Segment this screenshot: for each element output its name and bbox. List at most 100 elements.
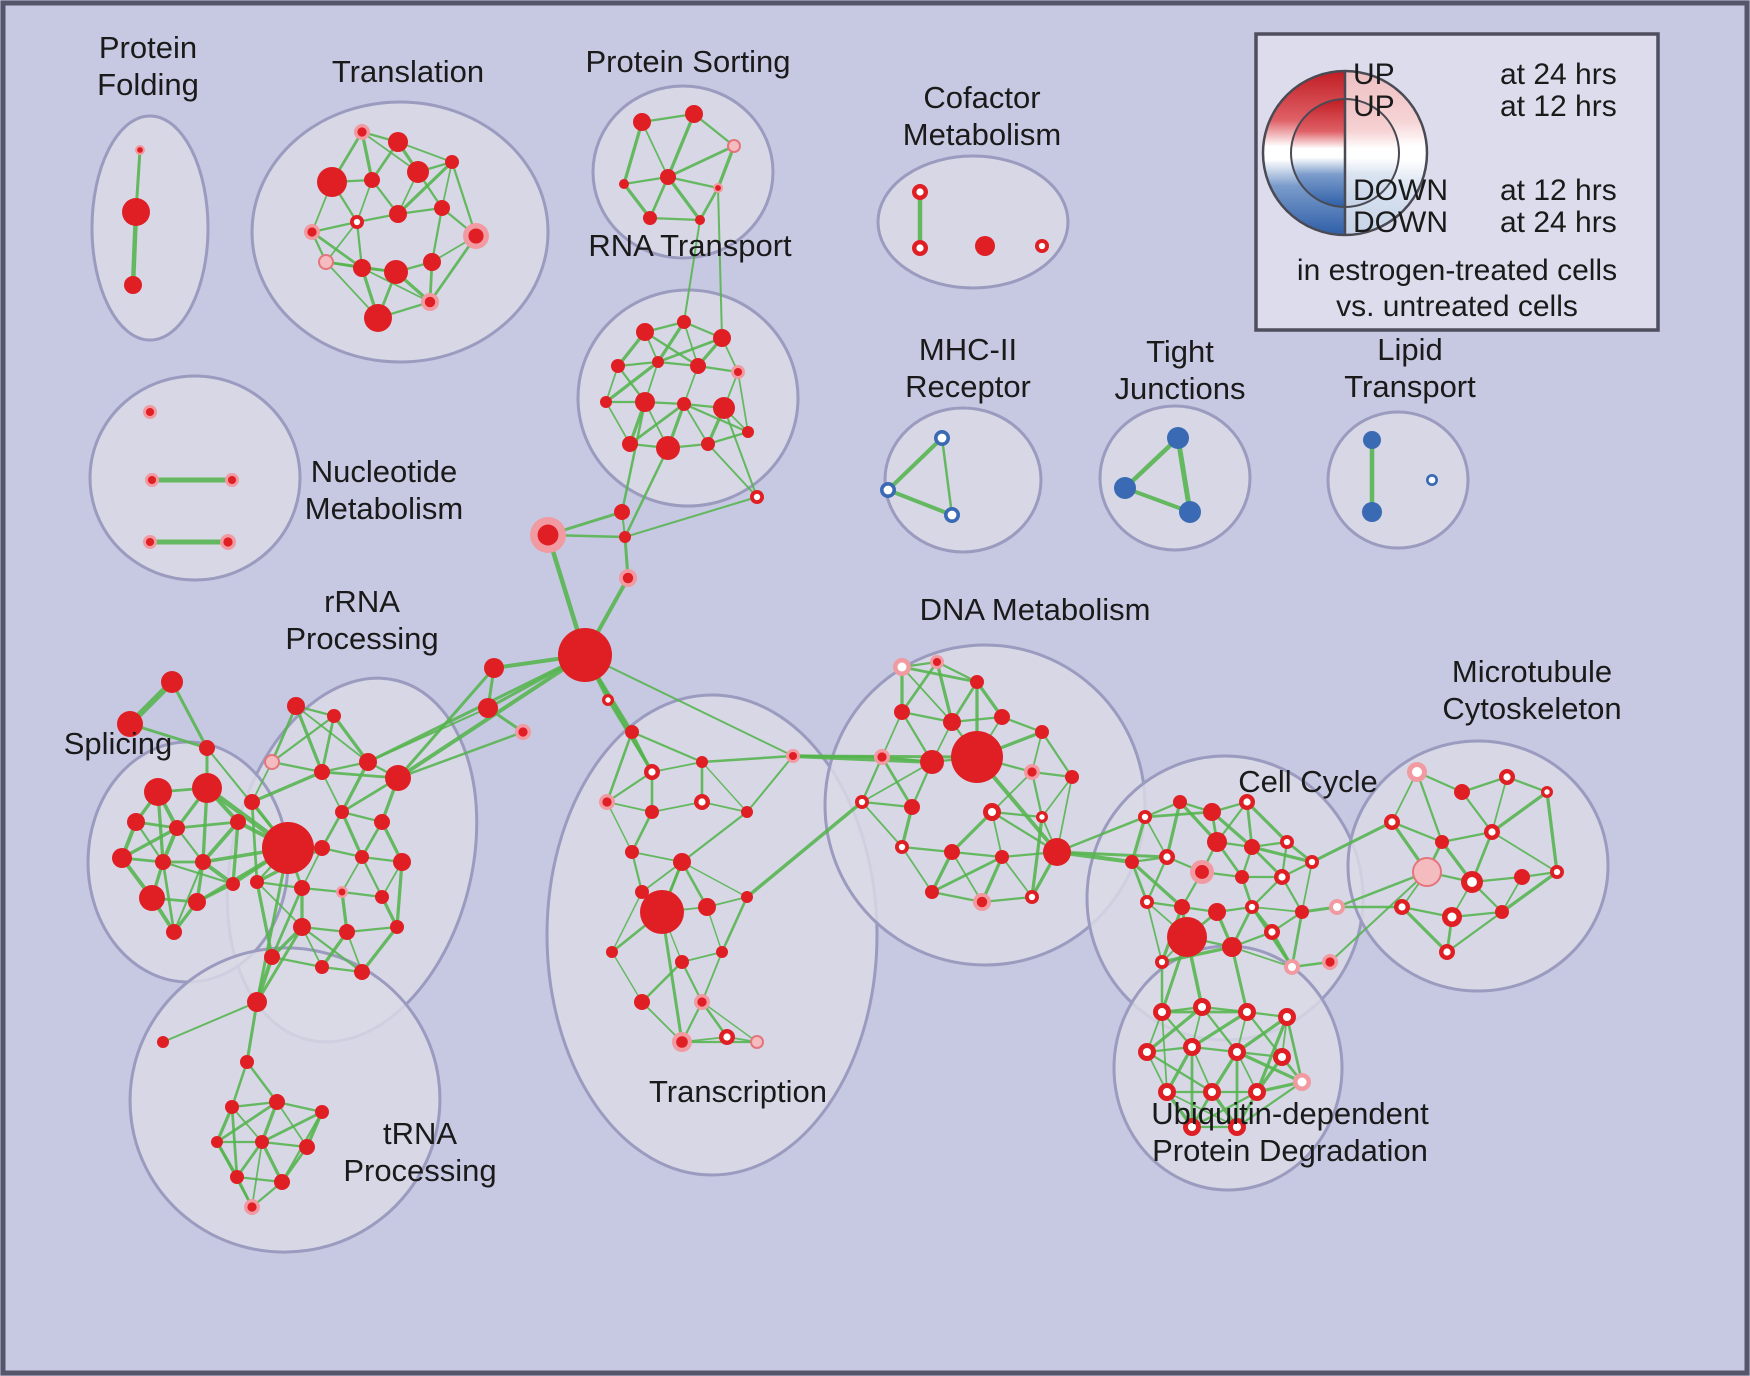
network-node-dm22 [973, 893, 991, 911]
network-edge [666, 112, 696, 179]
network-node-tl11 [463, 223, 489, 249]
network-node-rr22 [354, 964, 370, 980]
network-node-tx10 [635, 885, 649, 899]
network-edge [1415, 770, 1444, 844]
network-node-dm11 [1024, 764, 1040, 780]
network-node-dm2 [930, 655, 944, 669]
network-edge [1310, 820, 1394, 864]
network-node-tl2 [388, 132, 408, 152]
network-node-sp7 [155, 854, 171, 870]
network-node-dm20 [1043, 838, 1071, 866]
network-node-ps2 [685, 105, 703, 123]
network-node-sp8 [195, 854, 211, 870]
network-node-cc22 [1155, 955, 1169, 969]
network-edge [340, 760, 370, 814]
network-node-tx18 [634, 994, 650, 1010]
network-node-rr14 [294, 880, 310, 896]
legend-caption-line-0: in estrogen-treated cells [1297, 254, 1617, 287]
network-edge [428, 234, 478, 304]
network-edge [623, 446, 670, 539]
network-edge [270, 955, 324, 969]
legend-direction-label-1: UP [1353, 90, 1395, 123]
network-node-rr17 [293, 918, 311, 936]
network-node-dm12 [1065, 770, 1079, 784]
network-edge [245, 1060, 279, 1104]
network-node-sp9 [139, 885, 165, 911]
network-node-dm21 [925, 885, 939, 899]
network-node-tx14 [606, 946, 618, 958]
network-node-sp2 [192, 773, 222, 803]
legend-direction-label-0: UP [1353, 58, 1395, 91]
network-edge [1001, 856, 1033, 898]
network-node-rr7 [244, 794, 260, 810]
network-node-lt1 [1363, 431, 1381, 449]
network-edge [1440, 830, 1494, 844]
network-node-ps4 [619, 179, 629, 189]
network-node-rt12 [622, 436, 638, 452]
network-edge [604, 360, 660, 404]
network-node-tx8 [625, 845, 639, 859]
network-edge [991, 771, 1033, 813]
network-edge [651, 801, 703, 813]
cluster-ellipse-transcription [545, 693, 879, 1177]
network-edge [656, 320, 686, 364]
network-node-rr2 [327, 709, 341, 723]
network-edge [276, 1101, 308, 1148]
network-edge [172, 860, 205, 934]
network-edge [886, 436, 944, 492]
network-node-tx7 [741, 806, 753, 818]
network-node-tx2 [644, 764, 660, 780]
network-node-tp3 [240, 1055, 254, 1069]
network-node-ps8 [695, 215, 705, 225]
network-node-lt3 [1426, 474, 1438, 486]
network-edge [901, 846, 933, 893]
network-edge [361, 267, 431, 303]
network-node-ub13 [1228, 1118, 1246, 1136]
network-node-cc19 [1222, 937, 1242, 957]
network-node-ch3 [530, 517, 566, 553]
network-node-ub11 [1248, 1083, 1266, 1101]
network-node-rr5 [359, 753, 377, 771]
network-node-mh3 [944, 507, 960, 523]
network-edge [861, 801, 903, 848]
network-node-tx12 [698, 898, 716, 916]
network-edge [1235, 1015, 1289, 1054]
network-node-rr8 [335, 805, 349, 819]
network-node-cc8 [1125, 855, 1139, 869]
legend-time-label-2: at 12 hrs [1500, 174, 1617, 207]
network-edge [881, 711, 903, 758]
network-node-tr1 [161, 671, 183, 693]
network-edge [620, 400, 647, 514]
network-node-dm16 [1036, 811, 1048, 823]
network-edge [1055, 850, 1169, 859]
network-edge [1445, 910, 1504, 954]
network-edge [1122, 435, 1181, 491]
network-node-tp4 [225, 1100, 239, 1114]
network-edge [707, 443, 758, 498]
cluster-label-protein-sorting: Protein Sorting [585, 44, 790, 79]
network-edge [255, 846, 290, 1004]
network-node-tl13 [353, 259, 371, 277]
network-node-mt2 [1454, 784, 1470, 800]
network-edge [1145, 1005, 1204, 1054]
network-node-tx20 [719, 1029, 735, 1045]
network-edge [270, 714, 336, 764]
network-node-rr18 [339, 924, 355, 940]
network-edge [162, 1001, 258, 1043]
network-node-cf2 [912, 240, 928, 256]
network-edge [294, 704, 324, 774]
network-node-rt10 [677, 397, 691, 411]
network-edge [745, 800, 864, 899]
network-edge [698, 186, 720, 222]
network-node-ch6 [484, 658, 504, 678]
network-node-rt13 [656, 436, 680, 460]
network-node-tl14 [384, 260, 408, 284]
network-node-rr11 [355, 850, 369, 864]
network-node-tr3 [199, 740, 215, 756]
network-node-cc18 [1167, 917, 1207, 957]
